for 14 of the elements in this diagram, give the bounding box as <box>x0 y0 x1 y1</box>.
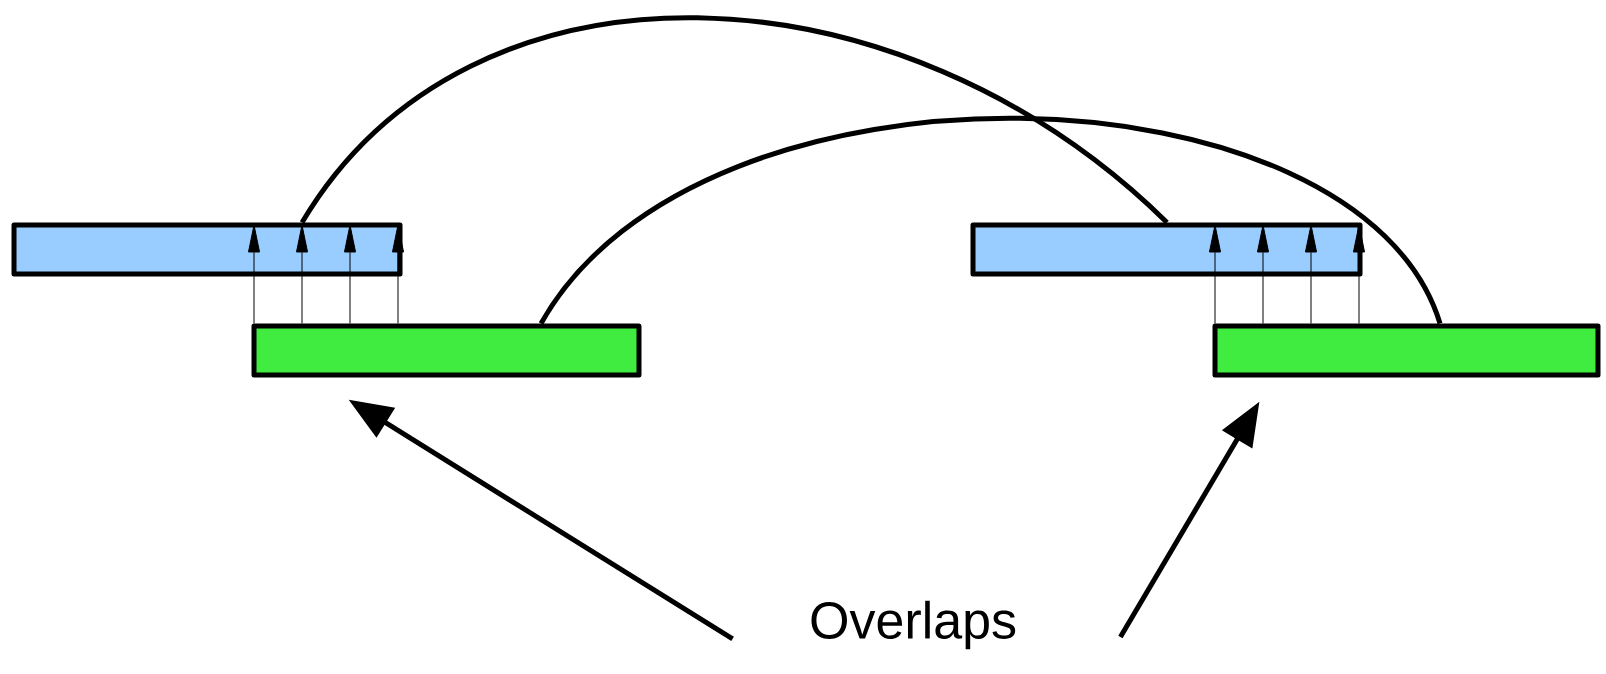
bar <box>251 323 642 378</box>
arrow <box>296 224 309 324</box>
arrow <box>1305 224 1318 324</box>
arc-line <box>300 15 1169 225</box>
arrow <box>1209 224 1222 324</box>
arrow <box>344 224 357 324</box>
arrow <box>1257 224 1270 324</box>
arrow <box>392 224 405 324</box>
arc-line <box>539 116 1443 326</box>
bar <box>11 222 403 277</box>
arrow <box>248 224 261 324</box>
bar <box>970 222 1363 277</box>
bar <box>1212 323 1601 378</box>
node-label: Overlaps <box>811 600 1016 650</box>
